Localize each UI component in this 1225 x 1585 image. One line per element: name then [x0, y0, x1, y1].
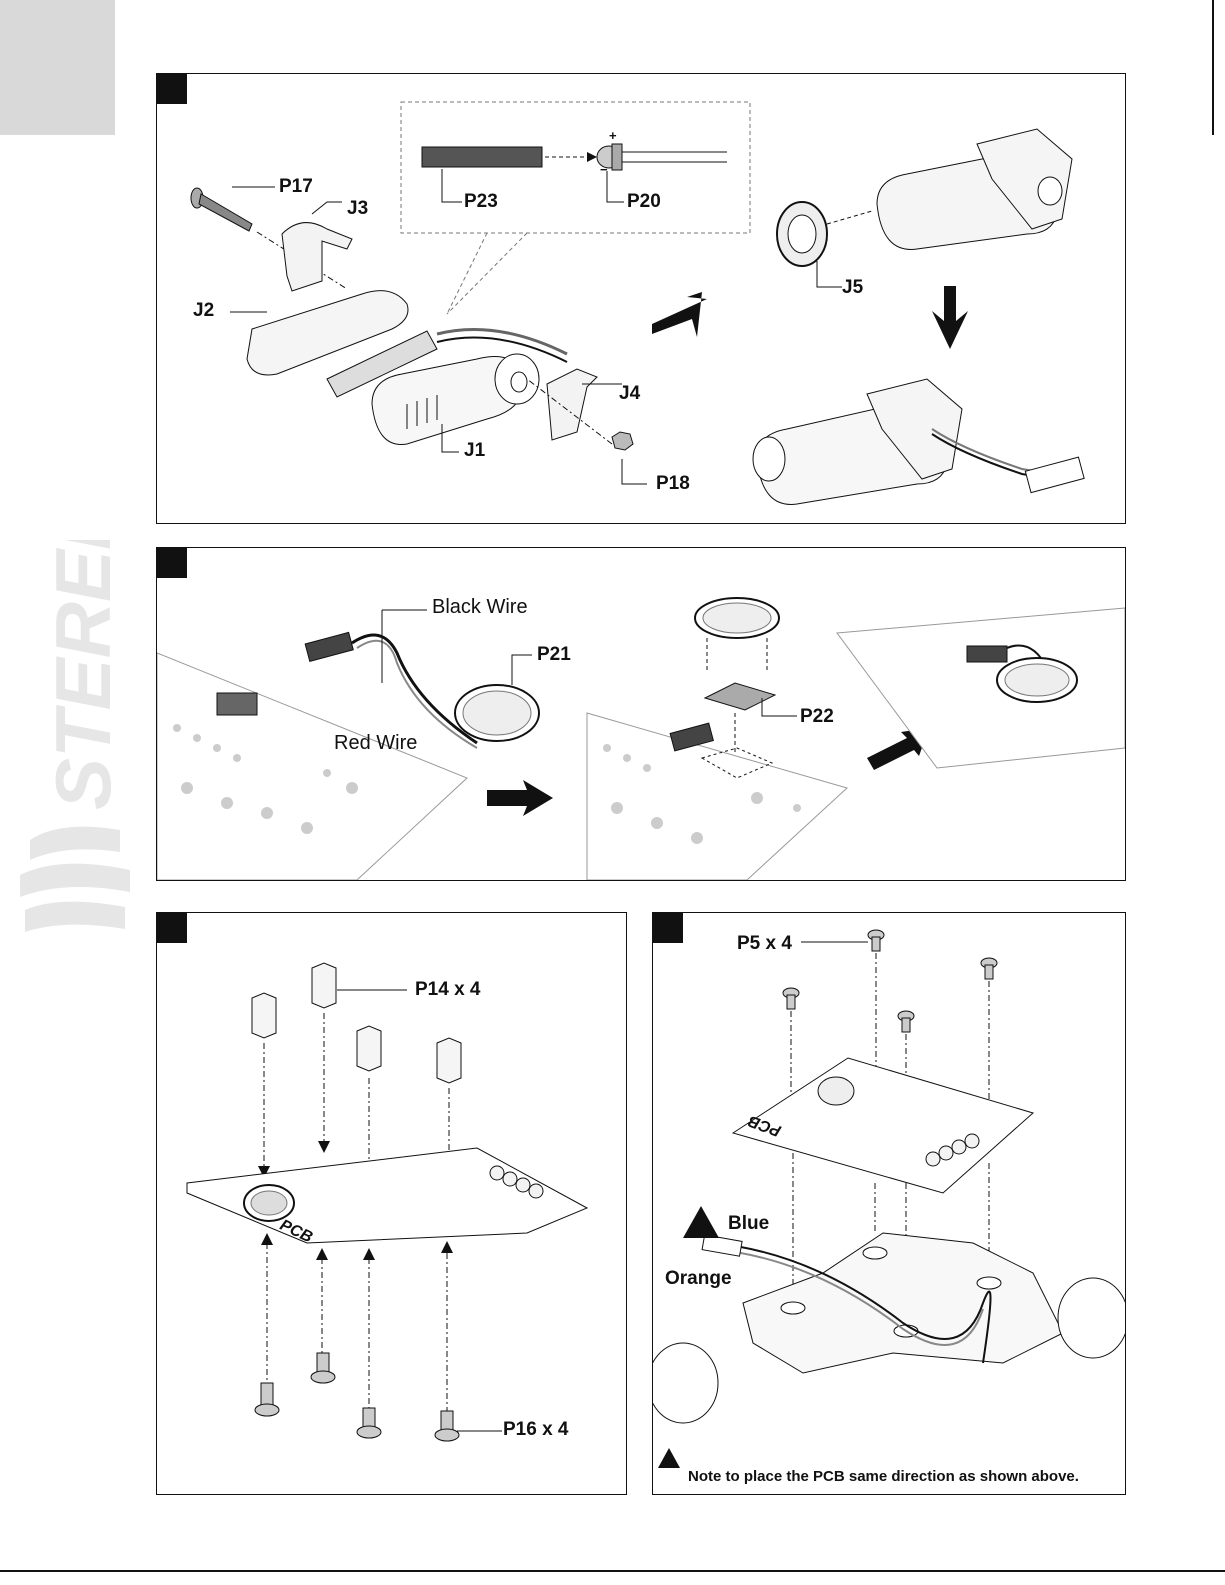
label-blue: Blue — [728, 1213, 769, 1235]
label-minus: − — [600, 162, 608, 177]
label-p17: P17 — [279, 176, 313, 198]
page-bottom-rule — [0, 1570, 1225, 1572]
step-panel-4: P5 x 4 Blue Orange PCB Note to place the… — [652, 912, 1126, 1495]
label-j5: J5 — [842, 277, 863, 299]
label-plus: + — [609, 128, 617, 143]
label-j1: J1 — [464, 440, 485, 462]
step-panel-3: P14 x 4 P16 x 4 PCB — [156, 912, 627, 1495]
label-p14: P14 x 4 — [415, 979, 481, 1001]
label-p5: P5 x 4 — [737, 933, 792, 955]
step-panel-2: Black Wire Red Wire P21 P22 — [156, 547, 1126, 881]
label-j3: J3 — [347, 198, 368, 220]
svg-text:STEREN: STEREN — [39, 540, 127, 810]
page-corner-tab — [0, 0, 115, 135]
label-black-wire: Black Wire — [432, 596, 528, 619]
label-red-wire: Red Wire — [334, 732, 417, 755]
placement-note: Note to place the PCB same direction as … — [688, 1468, 1079, 1485]
assembly-illustration-4 — [653, 913, 1125, 1494]
label-p20: P20 — [627, 191, 661, 213]
label-j4: J4 — [619, 383, 640, 405]
label-j2: J2 — [193, 300, 214, 322]
label-p23: P23 — [464, 191, 498, 213]
edge-mark — [1212, 0, 1214, 135]
assembly-illustration-1 — [157, 74, 1125, 523]
assembly-illustration-3 — [157, 913, 626, 1494]
label-p18: P18 — [656, 473, 690, 495]
steren-logo: STEREN — [10, 540, 145, 940]
label-p22: P22 — [800, 706, 834, 728]
assembly-illustration-2 — [157, 548, 1125, 880]
step-panel-1: P17 J3 J2 J1 J4 P18 P23 P20 + − J5 — [156, 73, 1126, 524]
label-p16: P16 x 4 — [503, 1419, 569, 1441]
label-p21: P21 — [537, 644, 571, 666]
label-orange: Orange — [665, 1268, 732, 1290]
